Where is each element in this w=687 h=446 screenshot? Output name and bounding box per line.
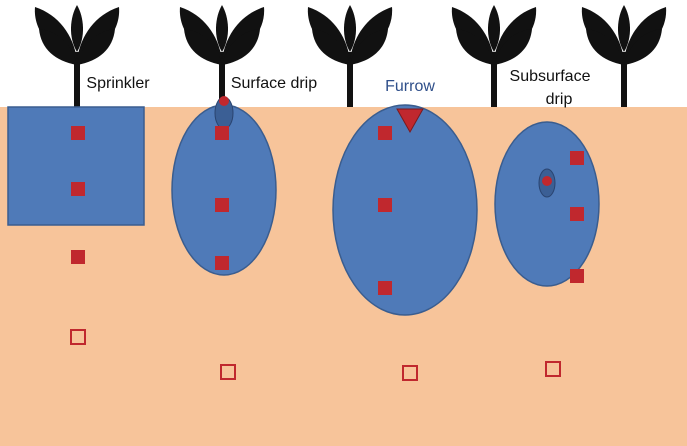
furrow-triangle-marker-icon [396, 108, 424, 134]
sensor-marker [570, 151, 584, 165]
label-sprinkler: Sprinkler [86, 75, 150, 92]
sensor-marker [71, 250, 85, 264]
subsurface-drip-wetted-zone [494, 121, 600, 287]
label-surface-drip: Surface drip [231, 75, 317, 92]
open-sensor-marker [545, 361, 561, 377]
sensor-marker [215, 126, 229, 140]
label-subsurface: Subsurface [510, 68, 591, 85]
surface-drip-emitter-dot [219, 96, 229, 106]
sensor-marker [71, 126, 85, 140]
label-furrow: Furrow [385, 78, 435, 95]
sprinkler-wetted-zone [7, 106, 145, 226]
sensor-marker [570, 207, 584, 221]
plant-icon [581, 5, 667, 107]
open-sensor-marker [70, 329, 86, 345]
sensor-marker [378, 126, 392, 140]
furrow-wetted-zone [332, 104, 478, 316]
plant-icon [307, 5, 393, 107]
sensor-marker [71, 182, 85, 196]
sensor-marker [215, 256, 229, 270]
subsurface-drip-emitter-dot [542, 176, 552, 186]
sensor-marker [215, 198, 229, 212]
open-sensor-marker [220, 364, 236, 380]
sensor-marker [570, 269, 584, 283]
plant-icon [451, 5, 537, 107]
label-subsurface-drip: drip [546, 91, 573, 108]
sensor-marker [378, 281, 392, 295]
sensor-marker [378, 198, 392, 212]
open-sensor-marker [402, 365, 418, 381]
